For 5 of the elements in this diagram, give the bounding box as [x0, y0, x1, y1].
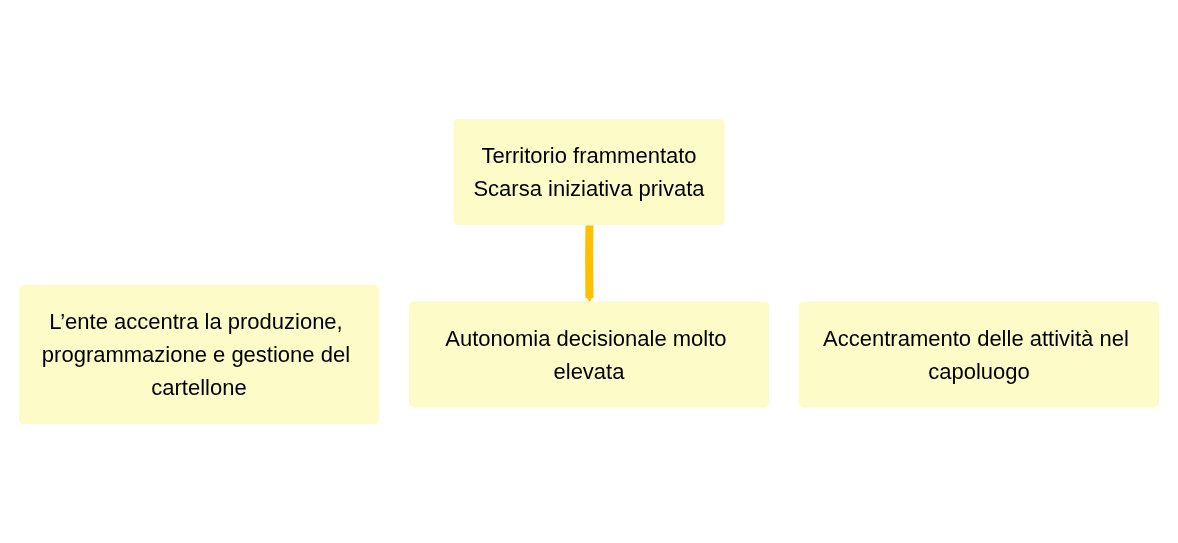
node-box: Territorio frammentato Scarsa iniziativa privata — [453, 119, 725, 225]
arrow — [585, 225, 594, 303]
node-box: Autonomia decisionale molto elevata — [409, 301, 769, 408]
node-box: L’ente accentra la produzione, programmazione e gestione del cartellone — [19, 285, 379, 424]
node-box: Accentramento delle attività nel capoluogo — [799, 301, 1159, 408]
